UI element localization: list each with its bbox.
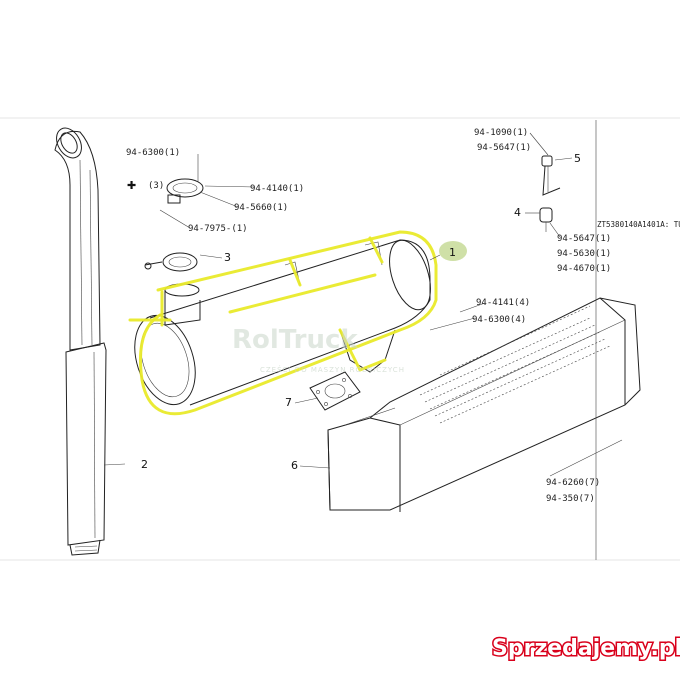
tail-pipe-part-2 (54, 127, 107, 556)
ref-94-7975-1: 94-7975-(1) (188, 224, 248, 234)
callout-4: 4 (514, 206, 521, 219)
ref-94-1090-1: 94-1090(1) (474, 128, 528, 138)
leader-lines (103, 120, 623, 560)
watermark: RolTruck CZĘŚCI DO MASZYN ROLNICZYCH (232, 325, 405, 374)
ref-94-5660-1: 94-5660(1) (234, 203, 288, 213)
ref-94-4141-4: 94-4141(4) (476, 298, 530, 308)
ref-94-350-7: 94-350(7) (546, 494, 595, 504)
heat-shield-vents (419, 305, 611, 424)
site-badge[interactable]: Sprzedajemy.pl (491, 635, 680, 663)
muffler-part-1 (134, 239, 431, 406)
watermark-brand: RolTruck (232, 325, 358, 355)
ref-94-4140-1: 94-4140(1) (250, 184, 304, 194)
ref-94-6300-4: 94-6300(4) (472, 315, 526, 325)
callout-numbers: 1 2 3 4 5 6 7 ✚ (3) (127, 152, 581, 472)
heat-shield-part-6 (327, 297, 641, 512)
ref-94-6260-7: 94-6260(7) (546, 478, 600, 488)
ref-94-5630-1: 94-5630(1) (557, 249, 611, 259)
callout-1-marker (439, 241, 467, 261)
muffler-highlight (128, 230, 438, 416)
ref-94-5647-1-lower: 94-5647(1) (557, 234, 611, 244)
callout-2: 2 (141, 458, 148, 471)
site-badge-text: Sprzedajemy.pl (492, 636, 680, 661)
watermark-tagline: CZĘŚCI DO MASZYN ROLNICZYCH (260, 365, 405, 374)
ref-94-5647-1-top: 94-5647(1) (477, 143, 531, 153)
ref-94-6300-1: 94-6300(1) (126, 148, 180, 158)
callout-3: 3 (224, 251, 231, 264)
side-reference-text: ZT5380140A1401A: TU (597, 220, 680, 229)
gasket-part-7 (309, 371, 361, 411)
bracket-part-5 (541, 155, 561, 196)
clamp-top (166, 178, 204, 204)
part-reference-labels: 94-6300(1) 94-4140(1) 94-5660(1) 94-7975… (126, 128, 680, 504)
callout-6: 6 (291, 459, 298, 472)
plus-symbol: ✚ (127, 179, 136, 192)
bracket-part-3 (144, 252, 198, 272)
ref-94-4670-1: 94-4670(1) (557, 264, 611, 274)
callout-plus-3: (3) (148, 181, 164, 191)
callout-7: 7 (285, 396, 292, 409)
callout-5: 5 (574, 152, 581, 165)
bracket-part-4 (539, 207, 553, 232)
callout-1: 1 (449, 246, 456, 259)
